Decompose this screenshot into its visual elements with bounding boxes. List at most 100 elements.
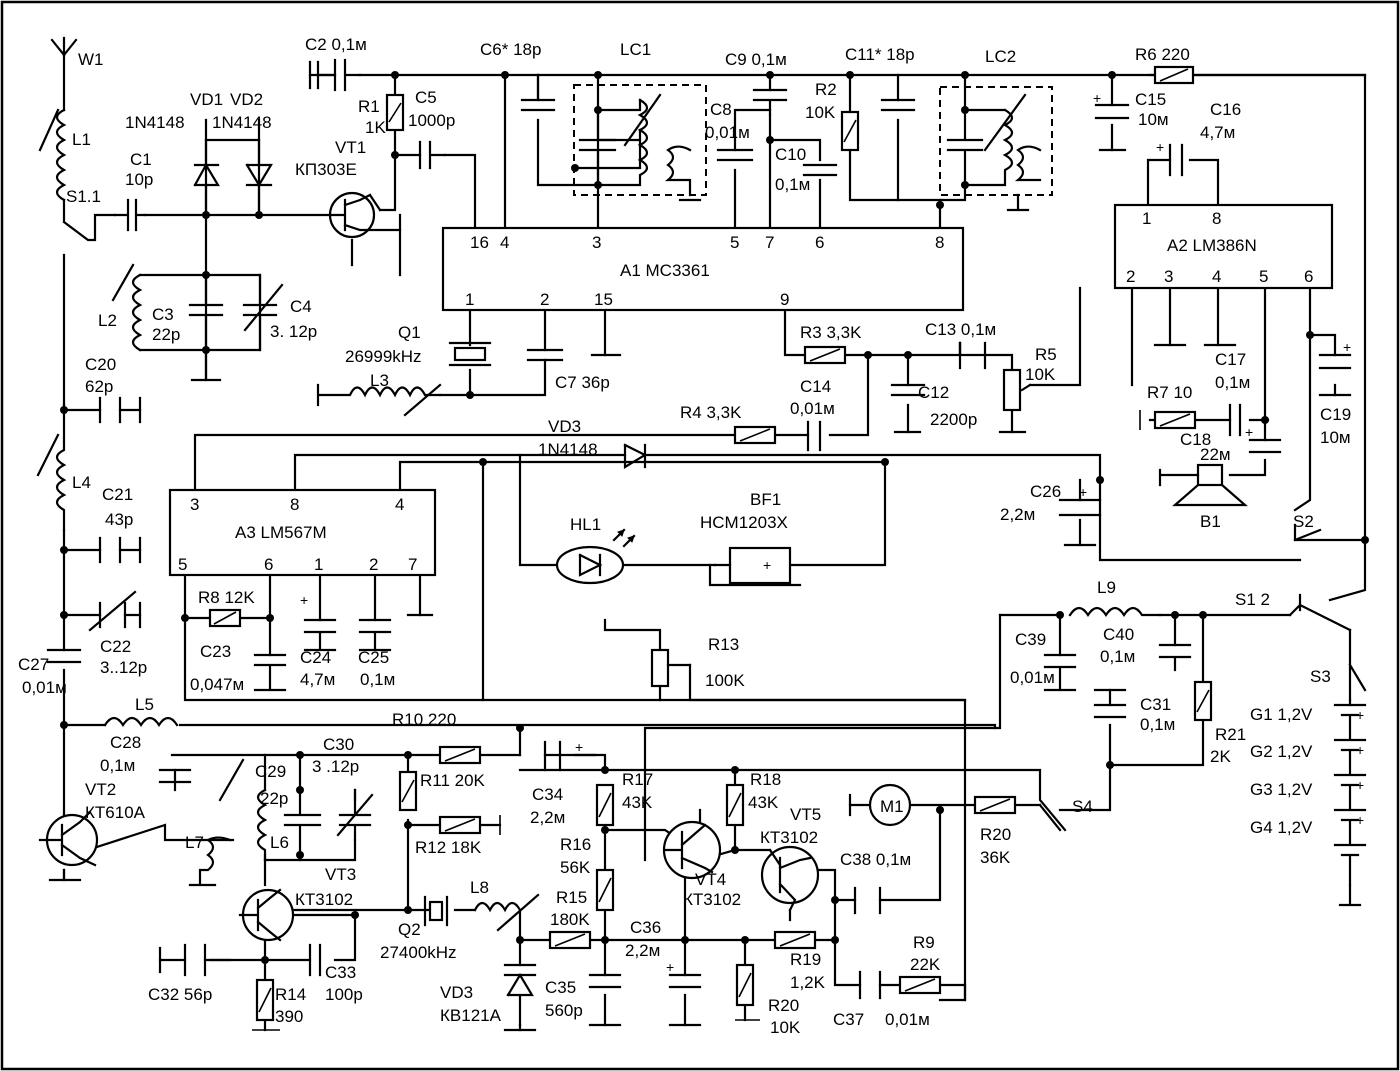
diode-vd3a bbox=[623, 443, 648, 469]
label-r17-value: 43K bbox=[622, 793, 653, 812]
label-c9: C9 0,1м bbox=[725, 50, 787, 69]
label-c39: C39 bbox=[1015, 630, 1046, 649]
label-hl1: HL1 bbox=[570, 515, 601, 534]
label-lc1: LC1 bbox=[620, 40, 651, 59]
label-c32: C32 56р bbox=[148, 985, 212, 1004]
label-g3: G3 1,2V bbox=[1250, 780, 1313, 799]
pin-label: 1 bbox=[314, 555, 323, 574]
transistor-vt5 bbox=[760, 845, 820, 905]
label-c14: C14 bbox=[800, 377, 831, 396]
label-c29: C29 bbox=[255, 762, 286, 781]
label-r2: R2 bbox=[815, 80, 837, 99]
label-c22: C22 bbox=[100, 637, 131, 656]
varicap-vd3b bbox=[503, 963, 537, 1032]
label-c5: C5 bbox=[415, 88, 437, 107]
capacitor-c31 bbox=[1093, 688, 1127, 719]
label-g2: G2 1,2V bbox=[1250, 742, 1313, 761]
switch-s4 bbox=[1038, 803, 1062, 832]
pin-label: 3 bbox=[592, 233, 601, 252]
label-r5: R5 bbox=[1035, 345, 1057, 364]
label-c30: C30 bbox=[323, 735, 354, 754]
inductor-l8 bbox=[473, 901, 522, 913]
pin-label: 16 bbox=[470, 233, 489, 252]
label-r18-value: 43K bbox=[748, 793, 779, 812]
label-c22-value: 3..12р bbox=[100, 658, 147, 677]
label-r11: R11 20K bbox=[420, 771, 486, 790]
svg-text:+: + bbox=[666, 959, 674, 975]
potentiometer-r13 bbox=[650, 648, 670, 688]
label-c38: C38 0,1м bbox=[840, 850, 911, 869]
label-c8: C8 bbox=[710, 100, 732, 119]
label-c27-value: 0,01м bbox=[22, 678, 67, 697]
label-r16: R16 bbox=[560, 835, 591, 854]
label-l5: L5 bbox=[135, 695, 154, 714]
inductor-l9 bbox=[1068, 606, 1162, 618]
labels: W1 L1 S1.1 C1 10р VD1 1N4148 VD2 1N4148 … bbox=[18, 35, 1351, 1037]
label-q2-value: 27400kHz bbox=[380, 943, 457, 962]
label-l8: L8 bbox=[470, 878, 489, 897]
capacitor-c39 bbox=[1043, 653, 1077, 692]
pin-label: 6 bbox=[1304, 267, 1313, 286]
label-r3: R3 3,3K bbox=[800, 323, 862, 342]
label-c35: C35 bbox=[545, 978, 576, 997]
label-c28: C28 bbox=[110, 733, 141, 752]
svg-text:+: + bbox=[1356, 707, 1364, 723]
capacitor-c24 bbox=[303, 618, 337, 652]
label-r20b-value: 10K bbox=[770, 1018, 801, 1037]
capacitor-c27 bbox=[46, 648, 82, 664]
label-r14: R14 bbox=[275, 985, 306, 1004]
label-c14-value: 0,01м bbox=[790, 399, 835, 418]
label-c39-value: 0,01м bbox=[1010, 668, 1055, 687]
label-vt1-type: КП303Е bbox=[295, 160, 357, 179]
label-q1: Q1 bbox=[398, 323, 421, 342]
label-g4: G4 1,2V bbox=[1250, 818, 1313, 837]
pin-label: 5 bbox=[730, 233, 739, 252]
lc1-coil bbox=[596, 98, 649, 187]
switch-s2 bbox=[1293, 528, 1322, 542]
label-c18-value: 22м bbox=[1200, 445, 1231, 464]
label-vt5-type: КТ3102 bbox=[760, 828, 818, 847]
label-s3: S3 bbox=[1310, 667, 1331, 686]
label-vd2-type: 1N4148 bbox=[212, 113, 272, 132]
label-vd1: VD1 bbox=[190, 90, 223, 109]
inductor-l7 bbox=[188, 836, 232, 887]
label-w1: W1 bbox=[78, 50, 104, 69]
capacitor-c11 bbox=[880, 98, 916, 112]
pin-label: 2 bbox=[369, 555, 378, 574]
label-c7: C7 36р bbox=[555, 373, 610, 392]
capacitor-c20 bbox=[98, 396, 142, 424]
label-c12: C12 bbox=[918, 383, 949, 402]
label-r10: R10 220 bbox=[392, 710, 456, 729]
label-c31-value: 0,1м bbox=[1140, 715, 1175, 734]
label-c25: C25 bbox=[358, 648, 389, 667]
label-vd1-type: 1N4148 bbox=[125, 113, 185, 132]
svg-text:+: + bbox=[1245, 424, 1253, 440]
capacitor-c33 bbox=[308, 943, 322, 977]
label-c10-value: 0,1м bbox=[775, 175, 810, 194]
capacitor-c4 bbox=[242, 273, 284, 352]
svg-text:+: + bbox=[1356, 777, 1364, 793]
capacitor-c30 bbox=[336, 788, 374, 842]
label-c25-value: 0,1м bbox=[360, 670, 395, 689]
pin-label: 3 bbox=[1164, 267, 1173, 286]
label-r5-value: 10K bbox=[1025, 365, 1056, 384]
pin-label: 5 bbox=[178, 555, 187, 574]
label-l4: L4 bbox=[72, 473, 91, 492]
label-c16: C16 bbox=[1210, 100, 1241, 119]
label-c34: C34 bbox=[532, 785, 563, 804]
capacitor-c29 bbox=[283, 788, 322, 857]
capacitor-c5 bbox=[418, 140, 447, 170]
speaker-icon bbox=[1196, 463, 1224, 487]
label-c17-value: 0,1м bbox=[1215, 373, 1250, 392]
label-vd2: VD2 bbox=[230, 90, 263, 109]
label-r14-value: 390 bbox=[275, 1007, 303, 1026]
label-c33-value: 100р bbox=[325, 985, 363, 1004]
pin-label: 2 bbox=[540, 290, 549, 309]
label-c4-value: 3. 12р bbox=[270, 322, 317, 341]
ic-label: A1 MC3361 bbox=[620, 261, 710, 280]
pin-label: 6 bbox=[815, 233, 824, 252]
capacitor-c13 bbox=[958, 341, 987, 370]
inductor-l4 bbox=[55, 403, 67, 532]
label-c40-value: 0,1м bbox=[1100, 647, 1135, 666]
label-s4: S4 bbox=[1072, 797, 1093, 816]
